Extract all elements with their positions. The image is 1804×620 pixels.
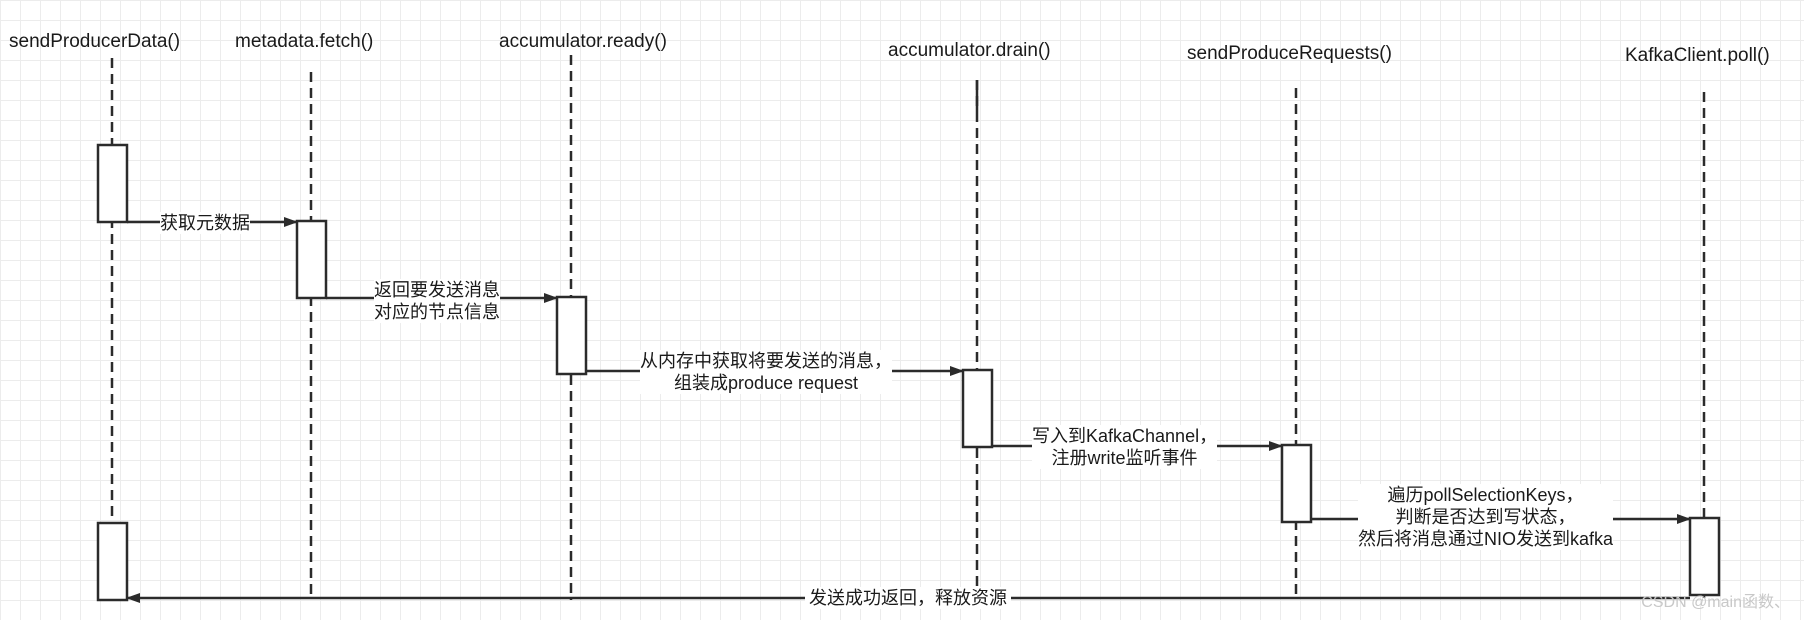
participant-kafkaclient-poll: KafkaClient.poll() bbox=[1625, 45, 1770, 66]
message-5-line-2: 判断是否达到写状态， bbox=[1395, 507, 1576, 527]
participant-accumulator-drain: accumulator.drain() bbox=[888, 40, 1051, 61]
activation-sendproducerequests bbox=[1280, 443, 1313, 524]
activation-metadata-fetch bbox=[295, 219, 328, 300]
activation-accumulator-drain bbox=[961, 368, 994, 449]
activation-sendproducerdata-2 bbox=[96, 521, 129, 602]
message-label-3: 从内存中获取将要发送的消息， 组装成produce request bbox=[640, 350, 892, 394]
message-2-line-1: 返回要发送消息 bbox=[374, 280, 500, 300]
participant-sendproducerdata: sendProducerData() bbox=[9, 31, 181, 52]
message-label-2: 返回要发送消息 对应的节点信息 bbox=[374, 279, 500, 323]
message-label-1: 获取元数据 bbox=[160, 212, 250, 234]
message-1-line-1: 获取元数据 bbox=[160, 213, 250, 233]
activation-kafkaclient-poll bbox=[1688, 516, 1721, 597]
participant-metadata-fetch: metadata.fetch() bbox=[235, 31, 374, 52]
message-2-line-2: 对应的节点信息 bbox=[374, 302, 500, 322]
watermark: CSDN @main函数、 bbox=[1641, 594, 1790, 611]
message-label-return: 发送成功返回，释放资源 bbox=[805, 587, 1011, 609]
activation-sendproducerdata-1 bbox=[96, 143, 129, 224]
message-4-line-1: 写入到KafkaChannel， bbox=[1032, 426, 1218, 446]
message-5-line-1: 遍历pollSelectionKeys， bbox=[1387, 485, 1584, 505]
participant-accumulator-ready: accumulator.ready() bbox=[499, 31, 667, 52]
message-4-line-2: 注册write监听事件 bbox=[1051, 448, 1198, 468]
message-label-4: 写入到KafkaChannel， 注册write监听事件 bbox=[1032, 425, 1218, 469]
activation-accumulator-ready bbox=[555, 295, 588, 376]
message-5-line-3: 然后将消息通过NIO发送到kafka bbox=[1358, 529, 1614, 549]
message-3-line-2: 组装成produce request bbox=[673, 373, 859, 393]
message-return-line-1: 发送成功返回，释放资源 bbox=[809, 588, 1007, 608]
message-label-5: 遍历pollSelectionKeys， 判断是否达到写状态， 然后将消息通过N… bbox=[1358, 484, 1614, 550]
message-3-line-1: 从内存中获取将要发送的消息， bbox=[640, 351, 892, 371]
participant-sendproducerequests: sendProduceRequests() bbox=[1187, 43, 1392, 64]
